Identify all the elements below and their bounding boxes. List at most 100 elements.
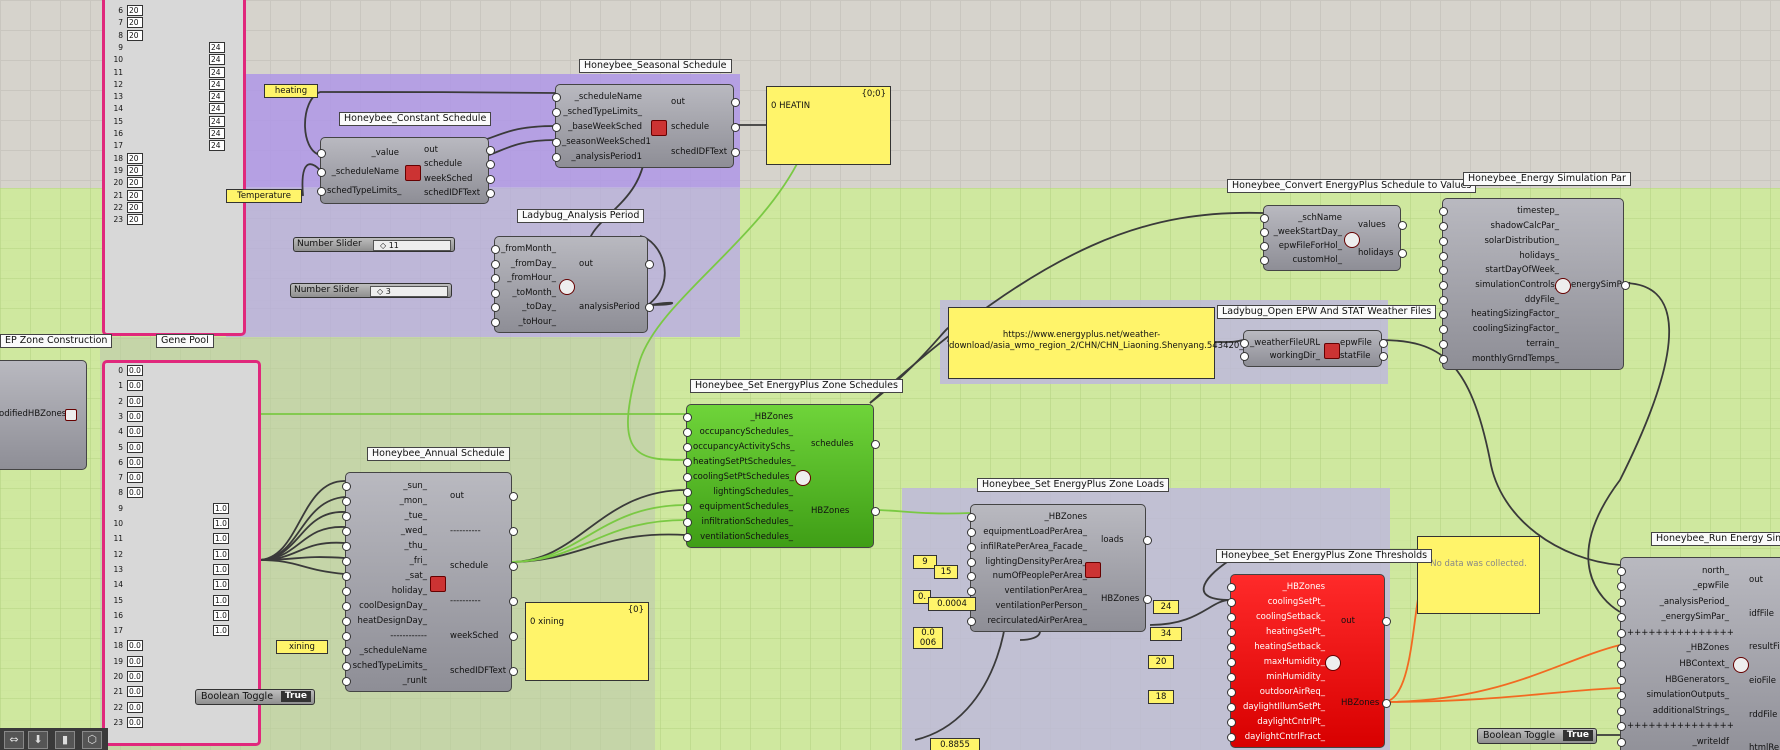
annual-component[interactable]: _sun__mon__tue__wed__thu__fri__sat_holid… xyxy=(342,472,518,692)
value-panel-20[interactable]: 20 xyxy=(1148,655,1174,669)
input-pin[interactable]: coolingSetPt_ xyxy=(1267,597,1325,608)
input-port[interactable] xyxy=(491,245,500,255)
input-port[interactable] xyxy=(967,528,976,538)
input-pin[interactable]: lightingDensityPerArea_ xyxy=(985,556,1087,567)
input-port[interactable] xyxy=(342,496,351,506)
input-pin[interactable]: occupancySchedules_ xyxy=(699,427,793,438)
input-pin[interactable]: _toHour_ xyxy=(518,316,556,327)
output-pin[interactable]: schedIDFText xyxy=(671,146,728,157)
no-data-panel[interactable]: No data was collected. xyxy=(1417,536,1540,614)
input-port[interactable] xyxy=(1439,295,1448,305)
input-port[interactable] xyxy=(967,616,976,626)
input-pin[interactable]: ventilationPerPerson_ xyxy=(995,600,1087,611)
input-port[interactable] xyxy=(1439,222,1448,232)
output-port[interactable] xyxy=(486,174,495,184)
output-pin[interactable]: HBZones xyxy=(1341,698,1380,708)
input-port[interactable] xyxy=(683,428,692,438)
input-pin[interactable]: _toDay_ xyxy=(522,302,556,313)
output-pin[interactable]: HBZones xyxy=(811,505,850,516)
input-pin[interactable]: heatingSetPtSchedules_ xyxy=(693,457,796,468)
output-pin[interactable]: weekSched xyxy=(424,173,473,184)
input-pin[interactable]: equipmentSchedules_ xyxy=(699,501,793,512)
output-pin[interactable]: eioFile xyxy=(1749,675,1777,686)
input-pin[interactable]: equipmentLoadPerArea_ xyxy=(983,527,1087,538)
output-pin[interactable]: schedIDFText xyxy=(450,665,507,676)
input-port[interactable] xyxy=(552,123,561,132)
input-port[interactable] xyxy=(342,631,351,641)
input-pin[interactable]: _weatherFileURL xyxy=(1250,337,1321,348)
output-port[interactable] xyxy=(731,147,740,157)
input-pin[interactable]: _HBZones xyxy=(1282,582,1325,593)
output-port[interactable] xyxy=(1379,352,1388,362)
input-port[interactable] xyxy=(342,571,351,581)
output-port[interactable] xyxy=(509,491,518,501)
input-pin[interactable]: heatingSetback_ xyxy=(1254,642,1325,653)
input-port[interactable] xyxy=(1260,228,1269,237)
output-pin[interactable]: schedules xyxy=(811,438,854,449)
input-port[interactable] xyxy=(683,502,692,512)
output-port[interactable] xyxy=(731,98,740,108)
input-port[interactable] xyxy=(1617,613,1626,623)
output-port[interactable] xyxy=(509,631,518,641)
input-pin[interactable]: holidays_ xyxy=(1519,250,1559,261)
input-port[interactable] xyxy=(1240,352,1249,362)
output-port[interactable] xyxy=(1398,249,1407,258)
input-pin[interactable]: _writeIdf xyxy=(1692,736,1729,747)
seasonal-output-panel[interactable]: {0;0} 0 HEATIN xyxy=(766,86,891,165)
input-port[interactable] xyxy=(683,517,692,527)
input-port[interactable] xyxy=(1617,737,1626,747)
input-port[interactable] xyxy=(1439,236,1448,246)
input-port[interactable] xyxy=(1227,643,1236,653)
input-port[interactable] xyxy=(967,513,976,523)
input-port[interactable] xyxy=(1260,242,1269,251)
output-port[interactable] xyxy=(509,666,518,676)
input-port[interactable] xyxy=(1439,281,1448,290)
toolbar-button-save[interactable]: ▮ xyxy=(55,731,75,749)
input-pin[interactable]: HBContext_ xyxy=(1679,659,1729,669)
output-port[interactable] xyxy=(486,160,495,170)
output-port[interactable] xyxy=(1382,699,1391,708)
output-pin[interactable]: schedIDFText xyxy=(424,187,481,198)
input-port[interactable] xyxy=(683,458,692,468)
weather-url-panel[interactable]: https://www.energyplus.net/weather-downl… xyxy=(948,307,1279,379)
input-pin[interactable]: _runIt xyxy=(402,675,427,686)
output-port[interactable] xyxy=(1398,221,1407,230)
output-port[interactable] xyxy=(645,259,654,269)
input-pin[interactable]: monthlyGrndTemps_ xyxy=(1471,353,1559,364)
input-pin[interactable]: _mon_ xyxy=(399,495,427,506)
output-port[interactable] xyxy=(509,526,518,536)
toolbar-button-shape[interactable]: ⬡ xyxy=(82,731,102,749)
input-pin[interactable]: _fromMonth_ xyxy=(501,244,556,255)
value-panel-15[interactable]: 15 xyxy=(934,565,958,579)
slider-track[interactable]: ◇ 3 xyxy=(370,286,448,297)
input-pin[interactable]: _toMonth_ xyxy=(512,287,556,298)
input-port[interactable] xyxy=(683,443,692,453)
input-pin[interactable]: _sat_ xyxy=(405,570,427,581)
output-pin[interactable]: schedule xyxy=(671,122,710,132)
slider-track[interactable]: ◇ 11 xyxy=(373,240,451,251)
input-pin[interactable]: _scheduleName xyxy=(359,645,427,656)
input-pin[interactable]: minHumidity_ xyxy=(1266,671,1325,682)
input-pin[interactable]: ddyFile_ xyxy=(1524,294,1559,305)
input-pin[interactable]: coolingSetPtSchedules_ xyxy=(693,472,794,482)
